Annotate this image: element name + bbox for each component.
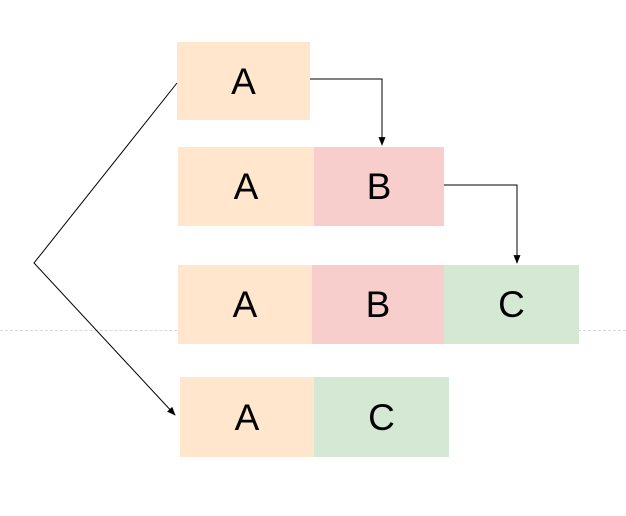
node-label: C xyxy=(368,396,395,438)
node-label: A xyxy=(233,166,259,207)
node-label: A xyxy=(232,284,258,325)
node-label: A xyxy=(231,60,256,102)
node-label: A xyxy=(234,396,260,438)
node-label: B xyxy=(365,284,391,325)
node-label: B xyxy=(366,166,392,207)
node-row2-b: B xyxy=(314,147,444,226)
connector-a-to-row4-arrow xyxy=(33,82,178,416)
node-row4-a: A xyxy=(180,377,314,457)
node-row3-b: B xyxy=(312,265,444,344)
node-row3-a: A xyxy=(178,265,312,344)
node-row4-c: C xyxy=(314,377,449,457)
node-row1-a: A xyxy=(177,42,310,120)
node-label: C xyxy=(498,284,525,325)
node-row3-c: C xyxy=(444,265,579,344)
node-row2-a: A xyxy=(178,147,314,226)
connector-b-to-c-arrow xyxy=(444,184,521,264)
connector-a-to-b-arrow xyxy=(310,78,386,146)
